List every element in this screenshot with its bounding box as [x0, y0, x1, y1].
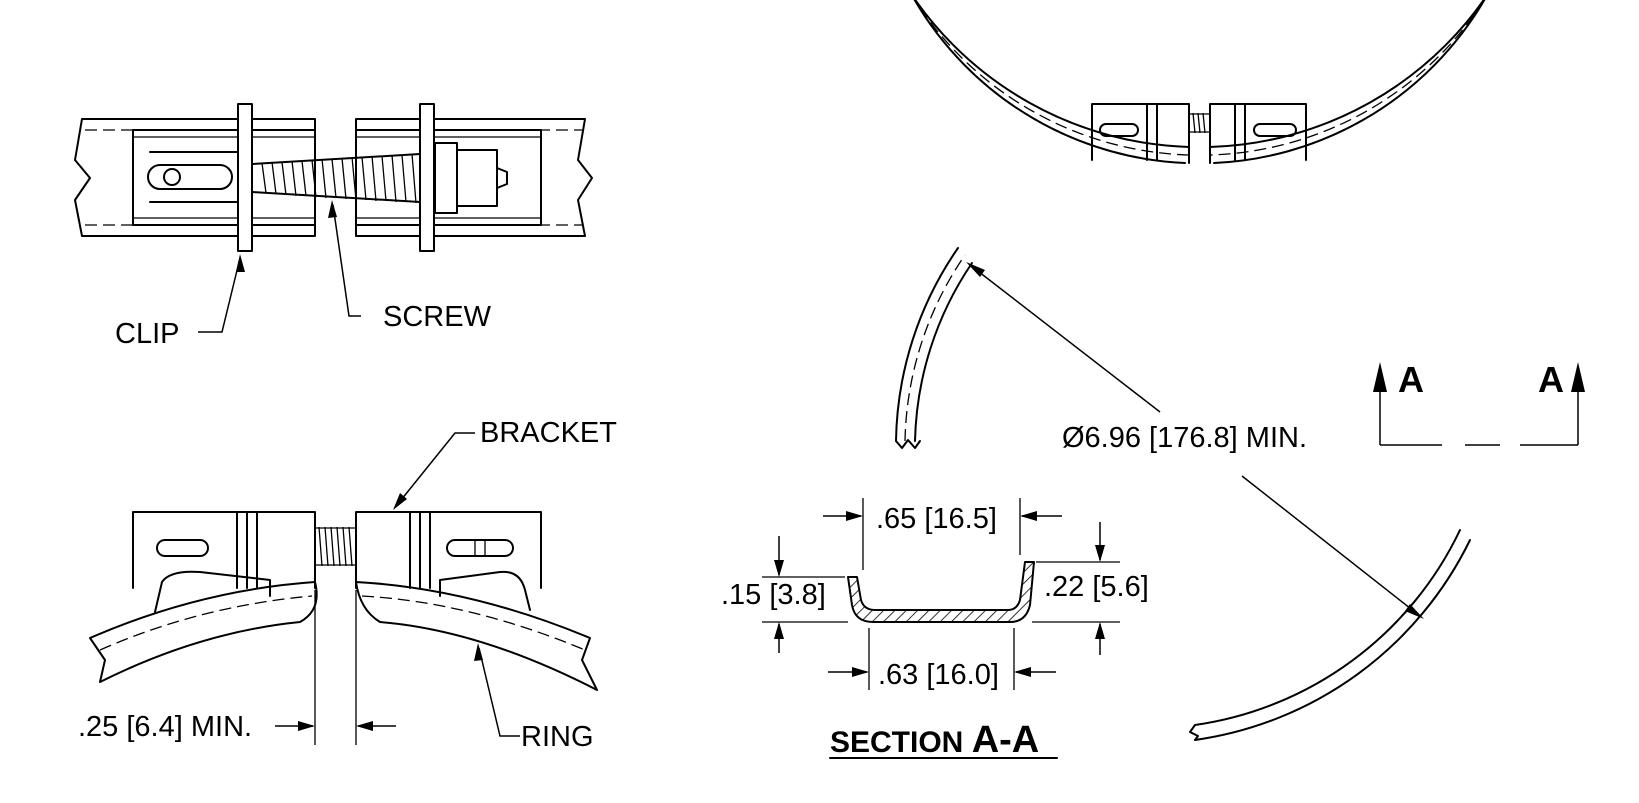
section-title-prefix: SECTION [830, 726, 972, 759]
section-cut-label-right: A [1538, 359, 1564, 400]
section-title-name: A-A [972, 719, 1040, 761]
section-bottom-width: .63 [16.0] [878, 659, 999, 691]
full-ring-view [895, 0, 1585, 760]
clip-label: CLIP [115, 318, 179, 350]
bracket-label: BRACKET [480, 417, 617, 449]
top-view-screw-assembly [74, 103, 593, 333]
side-view-bracket-ring [89, 432, 598, 745]
section-top-width: .65 [16.5] [876, 503, 997, 535]
section-left-height: .15 [3.8] [721, 579, 826, 611]
ring-label: RING [521, 721, 594, 753]
section-a-a-profile [762, 498, 1120, 759]
diameter-dimension: Ø6.96 [176.8] MIN. [1062, 422, 1307, 454]
screw-label: SCREW [383, 301, 492, 333]
section-title: SECTION A-A [830, 719, 1039, 761]
section-right-height: .22 [5.6] [1044, 571, 1149, 603]
min-gap-dimension: .25 [6.4] MIN. [78, 711, 252, 743]
section-cut-label-left: A [1398, 359, 1424, 400]
